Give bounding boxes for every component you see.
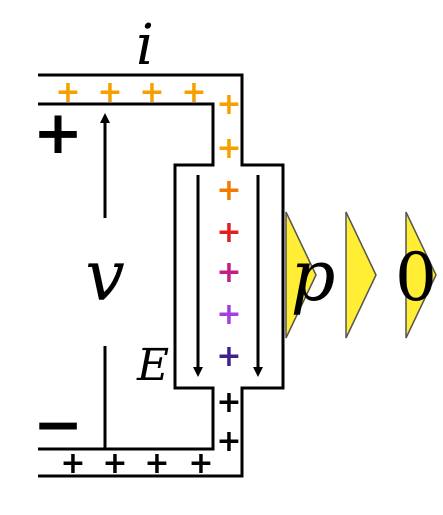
charge-symbol: + <box>188 446 213 481</box>
charge-symbols: +++++++++++++++++ <box>55 75 241 481</box>
charge-symbol: + <box>216 255 241 290</box>
charge-symbol: + <box>216 424 241 459</box>
charge-symbol: + <box>181 75 206 110</box>
charge-symbol: + <box>139 75 164 110</box>
charge-symbol: + <box>216 297 241 332</box>
wire-outer-outline <box>38 73 285 478</box>
charge-symbol: + <box>216 87 241 122</box>
power-label: p <box>291 235 336 317</box>
charge-symbol: + <box>97 75 122 110</box>
charge-symbol: + <box>216 339 241 374</box>
voltage-label: v <box>85 235 125 317</box>
charge-symbol: + <box>216 215 241 250</box>
charge-symbol: + <box>60 446 85 481</box>
charge-symbol: + <box>144 446 169 481</box>
wire-inner-outline <box>38 102 215 451</box>
power-arrow-1-icon <box>285 211 317 339</box>
charge-symbol: + <box>216 131 241 166</box>
current-label: i <box>136 13 154 78</box>
power-arrow-2-icon <box>345 211 377 339</box>
zero-label: 0 <box>395 239 437 316</box>
power-arrow-3-icon <box>405 211 437 339</box>
charge-symbol: + <box>55 75 80 110</box>
charge-symbol: + <box>216 173 241 208</box>
positive-terminal-sign: + <box>33 98 83 168</box>
charge-symbol: + <box>216 385 241 420</box>
charge-symbol: + <box>102 446 127 481</box>
field-label: E <box>136 340 169 391</box>
negative-terminal-sign: − <box>33 390 83 460</box>
